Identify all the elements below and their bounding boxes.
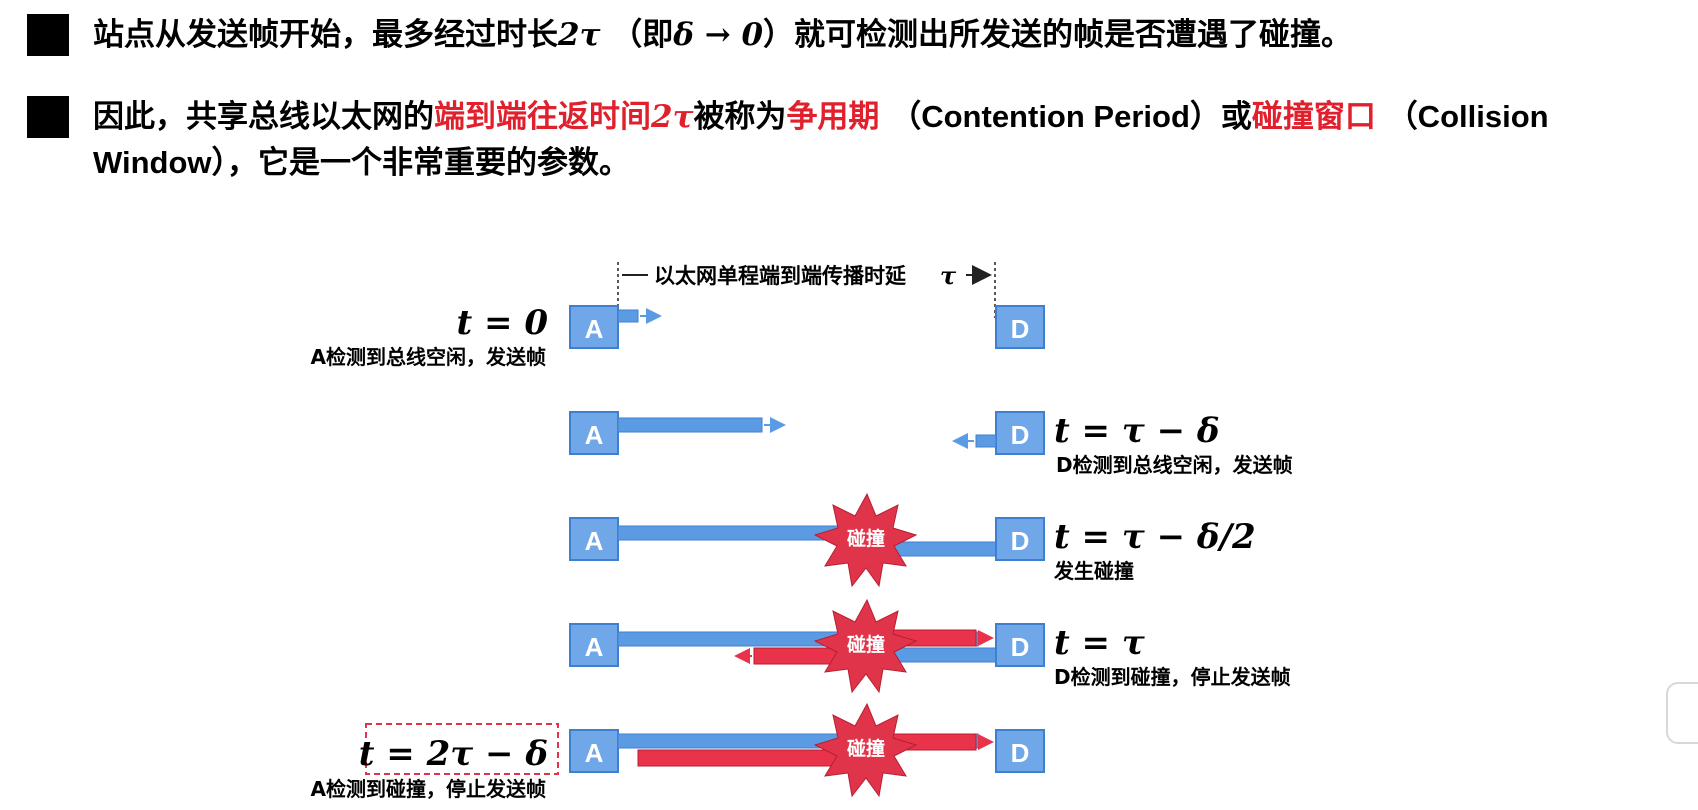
- station-a-label: A: [585, 738, 604, 768]
- desc-label-3: 发生碰撞: [1053, 559, 1134, 583]
- desc-label-4: D检测到碰撞，停止发送帧: [1054, 665, 1291, 689]
- station-a-box: [569, 411, 619, 455]
- station-d-label: D: [1011, 420, 1030, 450]
- bullet-marker-1: [27, 14, 69, 56]
- time-label-1: t = 0: [456, 303, 548, 343]
- station-d-box: [995, 729, 1045, 773]
- side-panel-tab[interactable]: [1666, 682, 1698, 744]
- time-label-5: t = 2τ − δ: [359, 734, 548, 774]
- station-a-label: A: [585, 526, 604, 556]
- highlight-box: [365, 723, 559, 775]
- collision-label: 碰撞: [847, 633, 885, 656]
- station-d-label: D: [1011, 314, 1030, 344]
- timeline-row-5: A D 碰撞 t = 2τ − δ A检测到碰撞，停止发送帧: [311, 702, 1045, 801]
- timeline-row-3: A D 碰撞 t = τ − δ/2 发生碰撞: [569, 492, 1256, 588]
- station-d-label: D: [1011, 526, 1030, 556]
- collision-burst: [813, 492, 918, 588]
- station-d-box: [995, 623, 1045, 667]
- bullet-1-text: 站点从发送帧开始，最多经过时长2τ （即δ → 0）就可检测出所发送的帧是否遭遇…: [93, 17, 1353, 53]
- bullet-marker-2: [27, 96, 69, 138]
- collision-label: 碰撞: [847, 527, 885, 550]
- frame-a: [617, 417, 763, 433]
- station-a-box: [569, 305, 619, 349]
- station-d-box: [995, 517, 1045, 561]
- time-label-2: t = τ − δ: [1054, 411, 1220, 451]
- timeline-row-2: A D t = τ − δ D检测到总线空闲，发送帧: [569, 411, 1293, 477]
- frame-d: [975, 434, 997, 448]
- collision-burst: [813, 598, 918, 694]
- station-a-box: [569, 517, 619, 561]
- timeline-row-1: A D t = 0 A检测到总线空闲，发送帧: [311, 303, 1045, 369]
- station-a-box: [569, 623, 619, 667]
- time-label-4: t = τ: [1054, 623, 1145, 663]
- station-a-label: A: [585, 632, 604, 662]
- bullet-2-line-2: Window），它是一个非常重要的参数。: [93, 145, 631, 181]
- collision-label: 碰撞: [847, 737, 885, 760]
- timeline-row-4: A D 碰撞 t = τ D检测到碰撞，停止发送帧: [569, 598, 1291, 694]
- desc-label-2: D检测到总线空闲，发送帧: [1056, 453, 1293, 477]
- desc-label-1: A检测到总线空闲，发送帧: [311, 345, 546, 369]
- station-a-label: A: [585, 420, 604, 450]
- tau-symbol: τ: [940, 261, 957, 290]
- station-d-box: [995, 411, 1045, 455]
- station-d-box: [995, 305, 1045, 349]
- frame-a: [617, 309, 639, 323]
- station-a-label: A: [585, 314, 604, 344]
- desc-label-5: A检测到碰撞，停止发送帧: [311, 777, 546, 801]
- station-a-box: [569, 729, 619, 773]
- propagation-delay-header: 以太网单程端到端传播时延 τ: [617, 261, 996, 318]
- header-label: 以太网单程端到端传播时延: [654, 264, 907, 288]
- bullet-2-line-1: 因此，共享总线以太网的端到端往返时间2τ被称为争用期 （Contention P…: [93, 99, 1549, 135]
- station-d-label: D: [1011, 738, 1030, 768]
- station-d-label: D: [1011, 632, 1030, 662]
- collision-burst: [813, 702, 918, 798]
- time-label-3: t = τ − δ/2: [1054, 517, 1256, 557]
